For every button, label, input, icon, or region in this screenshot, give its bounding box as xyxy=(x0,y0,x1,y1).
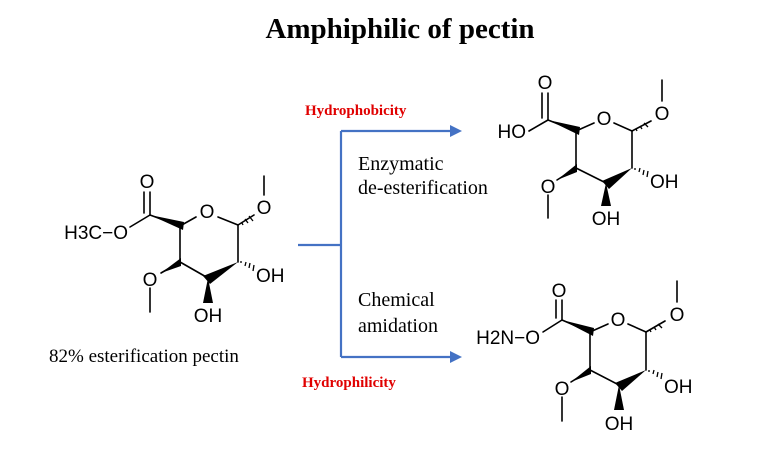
hydrophilicity-label: Hydrophilicity xyxy=(302,375,396,391)
upper-oh-right-label: OH xyxy=(650,172,679,193)
left-molecule-stereo xyxy=(150,215,255,303)
upper-ring-o-label: O xyxy=(597,109,612,130)
lower-arrowhead xyxy=(450,351,462,363)
left-oh-right-label: OH xyxy=(256,266,285,287)
upper-arrowhead xyxy=(450,125,462,137)
left-ring-o-label: O xyxy=(200,202,215,223)
lower-methoxy-o-label: O xyxy=(555,379,570,400)
upper-process-line1: Enzymatic xyxy=(358,153,444,175)
lower-carbonyl-o-label: O xyxy=(552,281,567,302)
upper-carbonyl-o-label: O xyxy=(538,73,553,94)
left-methyl-ester-label: H3C−O xyxy=(64,223,128,244)
upper-process-line2: de-esterification xyxy=(358,177,488,199)
left-molecule-bonds xyxy=(129,175,265,313)
lower-oh-bottom-label: OH xyxy=(605,414,634,435)
lower-glyco-o-label: O xyxy=(670,305,685,326)
lower-amine-label: H2N−O xyxy=(476,328,540,349)
left-molecule: H3C−O O O O O OH OH 82% esterification p… xyxy=(49,172,285,367)
diagram-title: Amphiphilic of pectin xyxy=(265,13,534,45)
upper-product-molecule: HO O O O O OH OH xyxy=(498,73,679,230)
hydrophobicity-label: Hydrophobicity xyxy=(305,103,407,119)
lower-product-atoms: H2N−O O O O O OH OH xyxy=(476,281,692,435)
lower-product-bonds xyxy=(542,280,678,422)
upper-ho-label: HO xyxy=(498,122,527,143)
lower-oh-right-label: OH xyxy=(664,377,693,398)
upper-product-atoms: HO O O O O OH OH xyxy=(498,73,679,230)
lower-ring-o-label: O xyxy=(611,310,626,331)
left-carbonyl-o-label: O xyxy=(140,172,155,193)
left-methoxy-o-label: O xyxy=(143,270,158,291)
upper-methoxy-o-label: O xyxy=(541,177,556,198)
left-molecule-atoms: H3C−O O O O O OH OH xyxy=(64,172,284,327)
upper-product-stereo xyxy=(548,120,649,206)
lower-product-stereo xyxy=(562,320,663,410)
branch-arrows xyxy=(298,125,462,363)
lower-product-molecule: H2N−O O O O O OH OH xyxy=(476,280,693,435)
lower-process-line2: amidation xyxy=(358,315,438,337)
upper-glyco-o-label: O xyxy=(655,104,670,125)
left-molecule-caption: 82% esterification pectin xyxy=(49,346,239,367)
left-oh-bottom-label: OH xyxy=(194,306,223,327)
lower-process-line1: Chemical xyxy=(358,289,435,311)
upper-oh-bottom-label: OH xyxy=(592,209,621,230)
left-glyco-o-label: O xyxy=(257,198,272,219)
